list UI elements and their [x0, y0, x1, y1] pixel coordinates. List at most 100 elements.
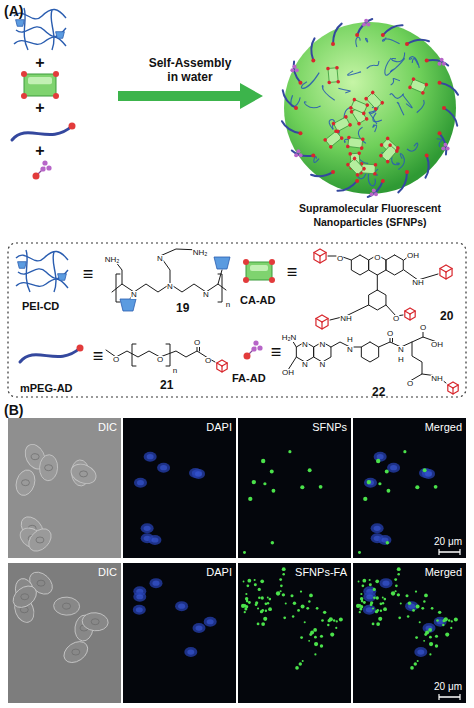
- microscopy-panel: DIC: [8, 563, 121, 703]
- atom-label: N: [131, 291, 138, 299]
- illustration-shape: [320, 635, 323, 638]
- compound-number-holder: 20: [440, 306, 453, 324]
- illustration-shape: [297, 609, 300, 612]
- ca-ad-icon: [21, 71, 59, 99]
- illustration-shape: [379, 578, 392, 588]
- illustration-shape: [314, 653, 316, 655]
- illustration-shape: [395, 584, 398, 587]
- illustration-shape: [407, 615, 410, 618]
- illustration-shape: [383, 25, 403, 35]
- illustration-shape: [331, 170, 335, 174]
- illustration-shape: [207, 619, 214, 624]
- mpeg-ad-icon: [20, 345, 84, 363]
- illustration-shape: [268, 607, 272, 611]
- illustration-shape: [257, 345, 262, 350]
- illustration-shape: [247, 584, 250, 587]
- illustration-shape: [373, 597, 376, 600]
- atom-label-holder: H: [398, 348, 405, 366]
- microscopy-panel: DAPI: [123, 563, 236, 703]
- illustration-shape: [42, 160, 47, 165]
- illustration-shape: [443, 143, 447, 147]
- illustration-shape: [152, 581, 159, 586]
- illustration-shape: [377, 454, 384, 459]
- illustration-shape: [280, 584, 283, 587]
- fa-ad-icon: [244, 340, 263, 359]
- illustration-shape: [311, 172, 333, 176]
- illustration-shape: [370, 192, 374, 196]
- illustration-shape: [272, 489, 276, 493]
- bond-line: [361, 342, 378, 362]
- illustration-shape: [323, 137, 328, 142]
- illustration-shape: [311, 154, 315, 158]
- illustration-shape: [137, 480, 144, 485]
- bond-line: [452, 388, 453, 394]
- illustration-shape: [349, 109, 354, 114]
- illustration-shape: [364, 19, 368, 23]
- illustration-shape: [423, 640, 425, 642]
- illustration-shape: [157, 463, 170, 473]
- illustration-shape: [8, 563, 121, 703]
- cyclodextrin-cup: [18, 262, 27, 269]
- illustration-shape: [438, 549, 439, 555]
- illustration-shape: [293, 601, 296, 604]
- illustration-shape: [134, 478, 147, 488]
- illustration-shape: [369, 579, 371, 581]
- illustration-shape: [365, 38, 367, 42]
- shape-group: [323, 129, 345, 150]
- illustration-shape: [13, 468, 38, 498]
- illustration-shape: [437, 619, 444, 624]
- illustration-shape: [301, 73, 319, 89]
- illustration-shape: [397, 102, 404, 115]
- illustration-shape: [178, 604, 185, 609]
- panel-label: DAPI: [206, 566, 232, 578]
- illustration-shape: [368, 181, 383, 197]
- panel-letter: (A): [4, 3, 23, 19]
- illustration-shape: [80, 471, 88, 477]
- illustration-shape: [63, 603, 71, 609]
- illustration-shape: [282, 593, 285, 596]
- illustration-shape: [334, 117, 351, 132]
- scale-bar: [439, 696, 460, 698]
- illustration-shape: [260, 580, 264, 584]
- illustration-shape: [445, 633, 449, 637]
- atom-label: N: [319, 341, 326, 349]
- illustration-shape: [385, 136, 390, 141]
- illustration-shape: [326, 67, 330, 71]
- illustration-shape: [372, 607, 374, 609]
- illustration-shape: [398, 616, 401, 619]
- illustration-shape: [252, 480, 256, 484]
- illustration-shape: [442, 62, 446, 66]
- illustration-shape: [327, 624, 329, 626]
- illustration-shape: [360, 593, 362, 595]
- illustration-shape: [321, 619, 324, 622]
- illustration-shape: [241, 604, 245, 608]
- fa-ad-icon: [33, 160, 52, 179]
- atom-label: O: [374, 254, 381, 262]
- illustration-shape: [394, 148, 399, 153]
- atom-label-holder: N: [167, 275, 174, 293]
- illustration-shape: [336, 80, 340, 84]
- equivalence-sign-holder: ≡: [287, 262, 298, 283]
- illustration-shape: [378, 482, 381, 485]
- illustration-shape: [258, 588, 261, 591]
- illustration-shape: [390, 94, 404, 99]
- illustration-shape: [251, 346, 256, 351]
- atom-label-holder: O: [112, 348, 119, 366]
- illustration-shape: [388, 143, 393, 148]
- illustration-shape: [438, 611, 441, 614]
- illustration-shape: [24, 74, 56, 96]
- illustration-shape: [279, 578, 282, 581]
- illustration-shape: [300, 590, 302, 592]
- atom-label-holder: OH: [407, 244, 420, 262]
- illustration-shape: [425, 58, 429, 62]
- illustration-shape: [459, 549, 460, 555]
- illustration-shape: [339, 617, 343, 621]
- illustration-shape: [442, 106, 446, 110]
- illustration-shape: [133, 592, 146, 602]
- illustration-shape: [31, 454, 39, 460]
- illustration-shape: [195, 471, 202, 476]
- illustration-shape: [349, 106, 354, 111]
- illustration-shape: [279, 590, 281, 592]
- illustration-shape: [9, 582, 41, 612]
- component-name: mPEG-AD: [20, 382, 73, 394]
